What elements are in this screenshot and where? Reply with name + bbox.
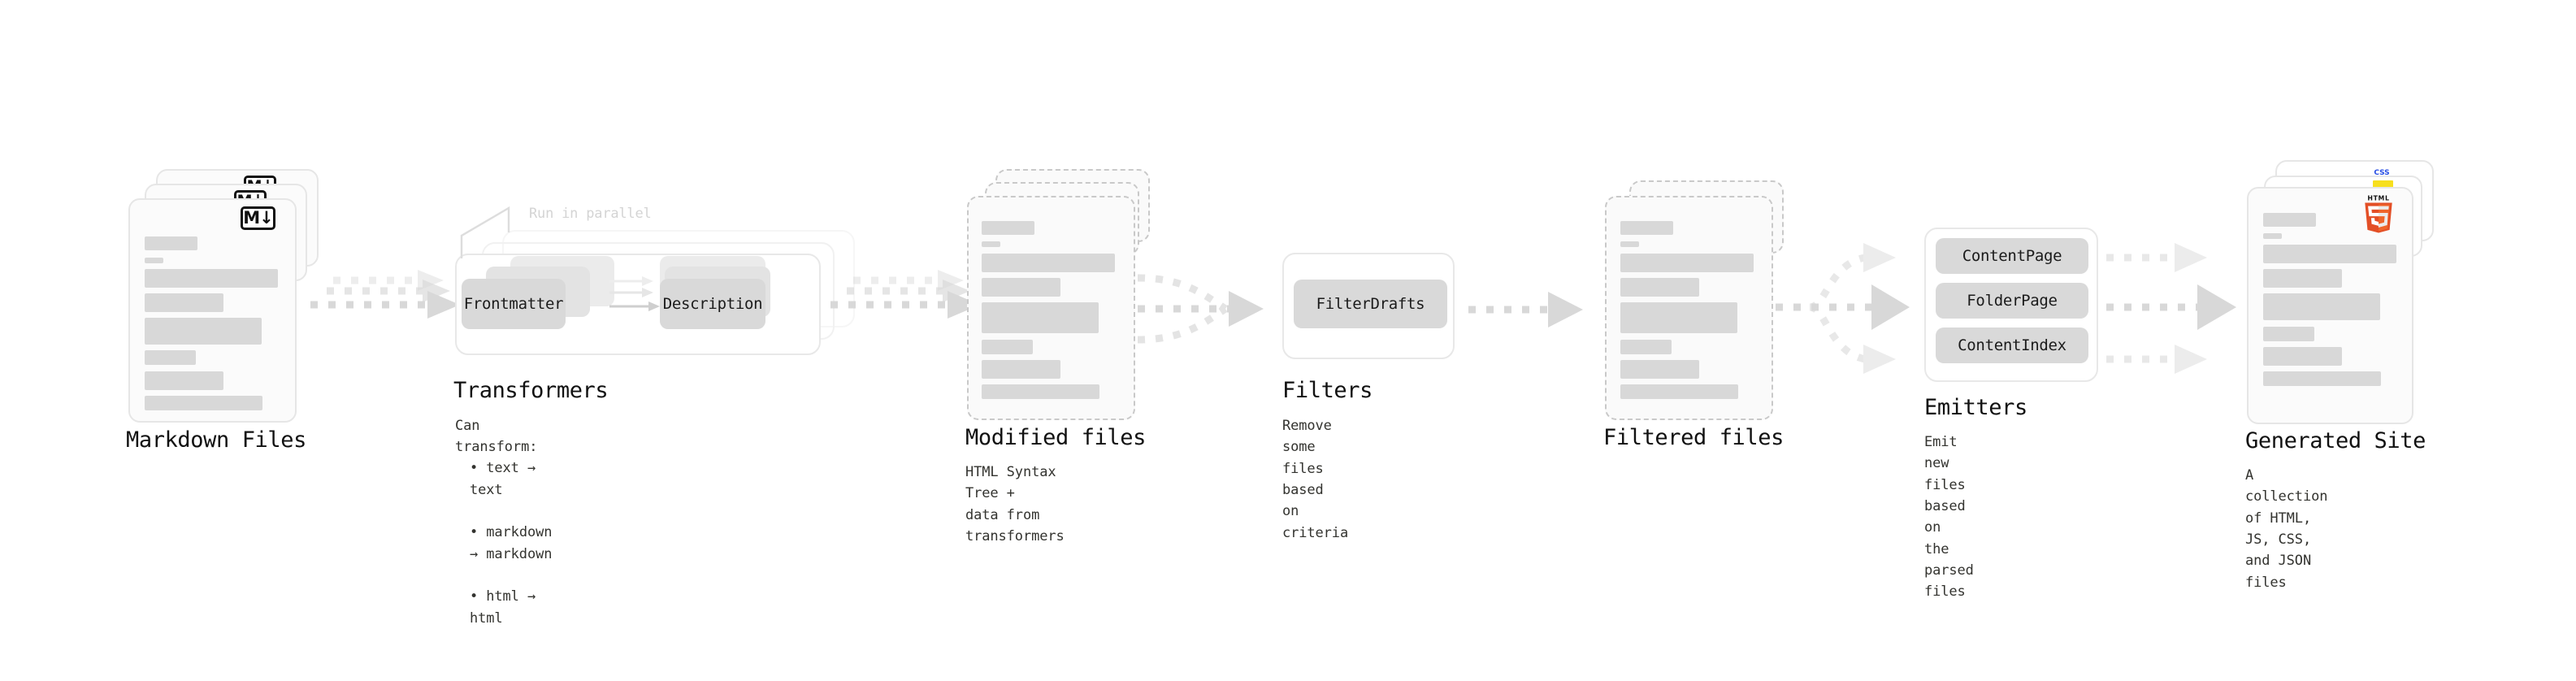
skeleton-bar bbox=[2263, 293, 2380, 320]
skeleton-bar bbox=[2263, 269, 2342, 288]
bullet-marker: • bbox=[470, 588, 487, 605]
bullet-text: text → text bbox=[470, 460, 536, 498]
skeleton-bar bbox=[1620, 340, 1672, 354]
stage-title-filters: Filters bbox=[1282, 378, 1373, 403]
stage-title-emitters: Emitters bbox=[1924, 395, 2027, 420]
skeleton-bar bbox=[982, 302, 1099, 333]
emitter-chip-contentindex[interactable]: ContentIndex bbox=[1936, 327, 2088, 363]
stage-title-filtered-files: Filtered files bbox=[1603, 425, 1784, 450]
emitter-chip-contentpage[interactable]: ContentPage bbox=[1936, 238, 2088, 274]
skeleton-bar bbox=[1620, 241, 1639, 247]
skeleton-bar bbox=[982, 384, 1099, 399]
skeleton-bar bbox=[2263, 327, 2314, 341]
stage-title-markdown-files: Markdown Files bbox=[126, 427, 306, 453]
bullet-marker: • bbox=[470, 460, 487, 477]
skeleton-bar bbox=[982, 278, 1060, 297]
skeleton-bar bbox=[982, 360, 1060, 379]
stage-title-modified-files: Modified files bbox=[965, 425, 1146, 450]
stage-description-generated-site: A collection of HTML, JS, CSS, and JSON … bbox=[2245, 467, 2328, 591]
skeleton-bar bbox=[145, 236, 197, 250]
skeleton-bar bbox=[1620, 254, 1754, 272]
connector-filtered-to-emitters bbox=[1776, 243, 1910, 374]
connector-emitters-to-site bbox=[2106, 243, 2236, 374]
skeleton-bar bbox=[145, 318, 262, 345]
stage-title-generated-site: Generated Site bbox=[2245, 428, 2426, 453]
connector-markdown-to-transformers bbox=[310, 270, 460, 319]
skeleton-bar bbox=[1620, 360, 1699, 379]
stage-description-emitters: Emit new files based on the parsed files bbox=[1924, 434, 1974, 601]
markdown-icon: M↓ bbox=[241, 206, 275, 230]
skeleton-bar bbox=[145, 371, 223, 390]
bullet-marker: • bbox=[470, 524, 487, 541]
skeleton-bar bbox=[982, 340, 1033, 354]
skeleton-bar bbox=[1620, 278, 1699, 297]
skeleton-bar bbox=[145, 293, 223, 312]
emitter-chip-folderpage[interactable]: FolderPage bbox=[1936, 283, 2088, 319]
skeleton-bar bbox=[2263, 233, 2282, 239]
skeleton-bar bbox=[1620, 302, 1737, 333]
skeleton-bar bbox=[1620, 221, 1673, 235]
transformers-bullet-item: • html → html bbox=[470, 565, 552, 629]
bullet-text: markdown → markdown bbox=[470, 524, 553, 562]
filter-chip-filterdrafts[interactable]: FilterDrafts bbox=[1294, 280, 1447, 328]
skeleton-bar bbox=[982, 241, 1000, 247]
skeleton-bar bbox=[1620, 384, 1738, 399]
run-in-parallel-caption: Run in parallel bbox=[529, 206, 652, 222]
stage-description-filters: Remove some files based on criteria bbox=[1282, 418, 1349, 541]
transformer-chip-frontmatter[interactable]: Frontmatter bbox=[462, 279, 566, 329]
connector-modified-to-filters bbox=[1137, 274, 1264, 344]
transformers-bullet-list: • text → text • markdown → markdown • ht… bbox=[470, 436, 552, 629]
skeleton-bar bbox=[145, 269, 278, 288]
skeleton-bar bbox=[145, 258, 163, 263]
transformers-bullet-item: • text → text bbox=[470, 436, 552, 501]
skeleton-bar bbox=[2263, 245, 2396, 263]
transformer-chip-description[interactable]: Description bbox=[660, 279, 765, 329]
stage-description-modified-files: HTML Syntax Tree + data from transformer… bbox=[965, 464, 1065, 545]
skeleton-bar bbox=[2263, 213, 2316, 227]
skeleton-bar bbox=[2263, 371, 2381, 386]
skeleton-bar bbox=[2263, 347, 2342, 366]
connector-filters-to-filtered bbox=[1468, 292, 1583, 327]
stage-description-transformers: Can transform: bbox=[455, 418, 538, 456]
skeleton-bar bbox=[145, 350, 196, 365]
skeleton-bar bbox=[145, 396, 262, 410]
skeleton-bar bbox=[982, 221, 1034, 235]
skeleton-bar bbox=[982, 254, 1115, 272]
stage-title-transformers: Transformers bbox=[453, 378, 609, 403]
bullet-text: html → html bbox=[470, 588, 536, 627]
transformers-bullet-item: • markdown → markdown bbox=[470, 501, 552, 565]
